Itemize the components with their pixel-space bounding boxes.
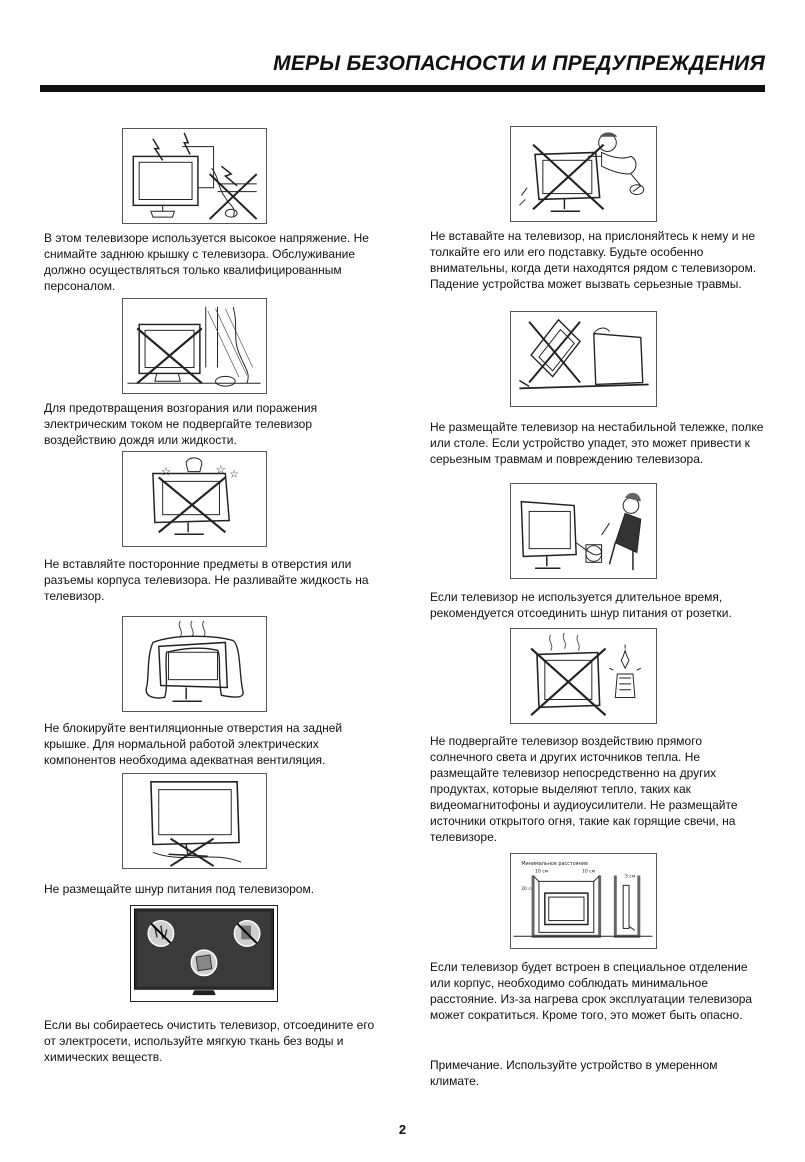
warning-cleaning: Если вы собираетесь очистить телевизор, … [44,1018,375,1064]
clearance-top-left: 10 см [535,869,548,875]
svg-text:☆: ☆ [161,465,172,479]
power-cord-illustration [122,773,267,869]
ventilation-illustration [122,616,267,712]
clearance-top-right: 10 см [582,869,595,875]
warning-clearance: Если телевизор будет встроен в специальн… [430,960,753,1022]
rain-illustration [122,298,267,394]
warning-foreign-objects: Не вставляйте посторонние предметы в отв… [44,557,369,603]
warning-ventilation: Не блокируйте вентиляционные отверстия н… [44,721,343,767]
climate-note: Примечание. Используйте устройство в уме… [430,1058,718,1088]
svg-text:☆: ☆ [229,467,239,480]
warning-power-cord: Не размещайте шнур питания под телевизор… [44,882,315,896]
page-title: МЕРЫ БЕЗОПАСНОСТИ И ПРЕДУПРЕЖДЕНИЯ [273,52,765,75]
warning-unplug: Если телевизор не используется длительно… [430,590,732,620]
clearance-side-right: 5 см [625,874,635,880]
clearance-title: Минимальное расстояние [521,861,588,867]
liquid-illustration: ☆ ☆ ☆ [122,451,267,547]
header-rule [40,85,765,92]
warning-rain: Для предотвращения возгорания или пораже… [44,401,318,447]
unstable-cart-illustration [510,311,657,407]
page-number: 2 [398,1122,407,1137]
warning-high-voltage: В этом телевизоре используется высокое н… [44,231,369,293]
cleaning-illustration [130,905,278,1002]
warning-unstable: Не размещайте телевизор на нестабильной … [430,420,764,466]
svg-text:☆: ☆ [216,463,227,477]
high-voltage-illustration [122,128,267,224]
clearance-side-left: 20 см [521,886,534,892]
warning-climbing: Не вставайте на телевизор, на прислоняйт… [430,229,757,291]
clearance-diagram: Минимальное расстояние 10 см 10 см 5 см … [510,853,657,949]
warning-heat: Не подвергайте телевизор воздействию пря… [430,734,738,844]
heat-source-illustration [510,628,657,724]
child-climbing-illustration [510,126,657,222]
unplug-illustration [510,483,657,579]
